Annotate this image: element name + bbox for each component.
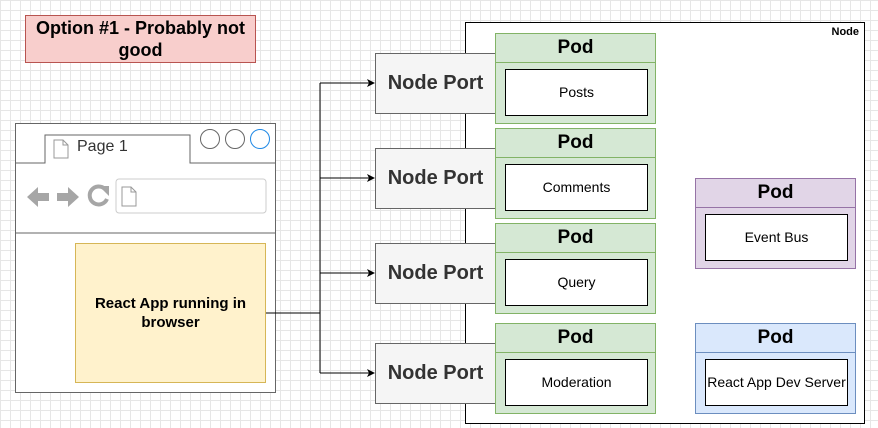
- page-icon: [53, 139, 69, 159]
- pod-event-bus: Pod Event Bus: [695, 178, 856, 269]
- pod-title: Pod: [757, 327, 794, 348]
- service-posts: Posts: [505, 69, 648, 116]
- node-port-2: Node Port: [375, 148, 496, 209]
- service-moderation: Moderation: [505, 359, 648, 406]
- back-arrow-icon: [27, 187, 49, 207]
- browser-tab-label: Page 1: [77, 138, 128, 155]
- node-port-1: Node Port: [375, 53, 496, 114]
- window-circle-icon: [200, 129, 220, 149]
- window-circle-icon: [225, 129, 245, 149]
- window-circle-icon: [250, 129, 270, 149]
- address-bar: [115, 178, 267, 214]
- pod-title: Pod: [757, 182, 794, 203]
- pod-title: Pod: [557, 132, 594, 153]
- node-port-3: Node Port: [375, 243, 496, 304]
- node-label: Node: [831, 26, 860, 38]
- address-page-icon: [121, 186, 137, 207]
- pod-title: Pod: [557, 227, 594, 248]
- pod-title: Pod: [557, 327, 594, 348]
- pod-moderation: Pod Moderation: [495, 323, 656, 414]
- pod-query: Pod Query: [495, 223, 656, 314]
- pod-posts: Pod Posts: [495, 33, 656, 124]
- diagram-title: Option #1 - Probably not good: [25, 15, 256, 63]
- pod-title: Pod: [557, 37, 594, 58]
- service-comments: Comments: [505, 164, 648, 211]
- forward-arrow-icon: [57, 187, 79, 207]
- service-event-bus: Event Bus: [705, 214, 848, 261]
- pod-react-dev-server: Pod React App Dev Server: [695, 323, 856, 414]
- react-app-box: React App running in browser: [75, 243, 266, 383]
- pod-comments: Pod Comments: [495, 128, 656, 219]
- service-query: Query: [505, 259, 648, 306]
- service-react-dev-server: React App Dev Server: [705, 359, 848, 406]
- node-port-4: Node Port: [375, 343, 496, 404]
- reload-icon: [87, 184, 109, 207]
